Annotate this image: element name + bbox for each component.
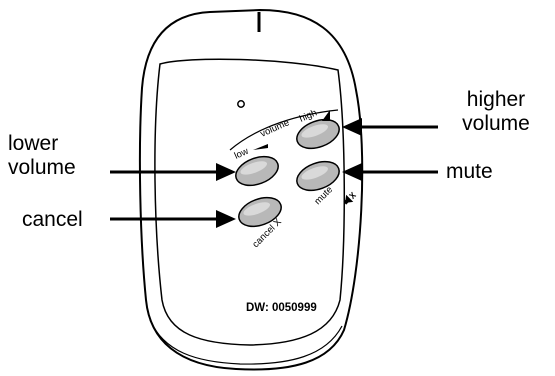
callout-lower-volume-line2: volume [8, 156, 76, 179]
panel-divider [229, 109, 339, 151]
callout-mute-text: mute [446, 160, 493, 183]
arrow-cancel [110, 210, 236, 228]
remote-front-panel [154, 58, 346, 346]
callout-cancel-text: cancel [22, 208, 83, 231]
remote-bottom-rim [149, 319, 343, 365]
volume-up-wedge-icon [322, 110, 330, 121]
arrow-higher-volume [342, 118, 438, 136]
model-code: DW: 0050999 [246, 302, 317, 314]
button-mute[interactable] [293, 156, 343, 195]
button-high[interactable] [293, 114, 343, 153]
callout-lower-volume: lower volume [8, 132, 76, 180]
button-cancel[interactable] [235, 192, 285, 231]
callout-lower-volume-line1: lower [8, 132, 59, 155]
arrow-mute [342, 163, 438, 181]
callout-mute: mute [446, 160, 493, 184]
indicator-led [237, 100, 245, 108]
button-low[interactable] [232, 151, 282, 190]
mute-speaker-icon [343, 191, 357, 205]
callout-higher-volume-line1: higher [466, 88, 526, 111]
callout-higher-volume-line2: volume [462, 112, 530, 135]
arrow-lower-volume [110, 163, 236, 181]
callout-higher-volume: higher volume [446, 88, 546, 136]
remote-body-outline [138, 8, 364, 371]
volume-down-wedge-icon [253, 144, 268, 150]
callout-cancel: cancel [22, 208, 83, 232]
remote-label-low: low [233, 146, 251, 162]
